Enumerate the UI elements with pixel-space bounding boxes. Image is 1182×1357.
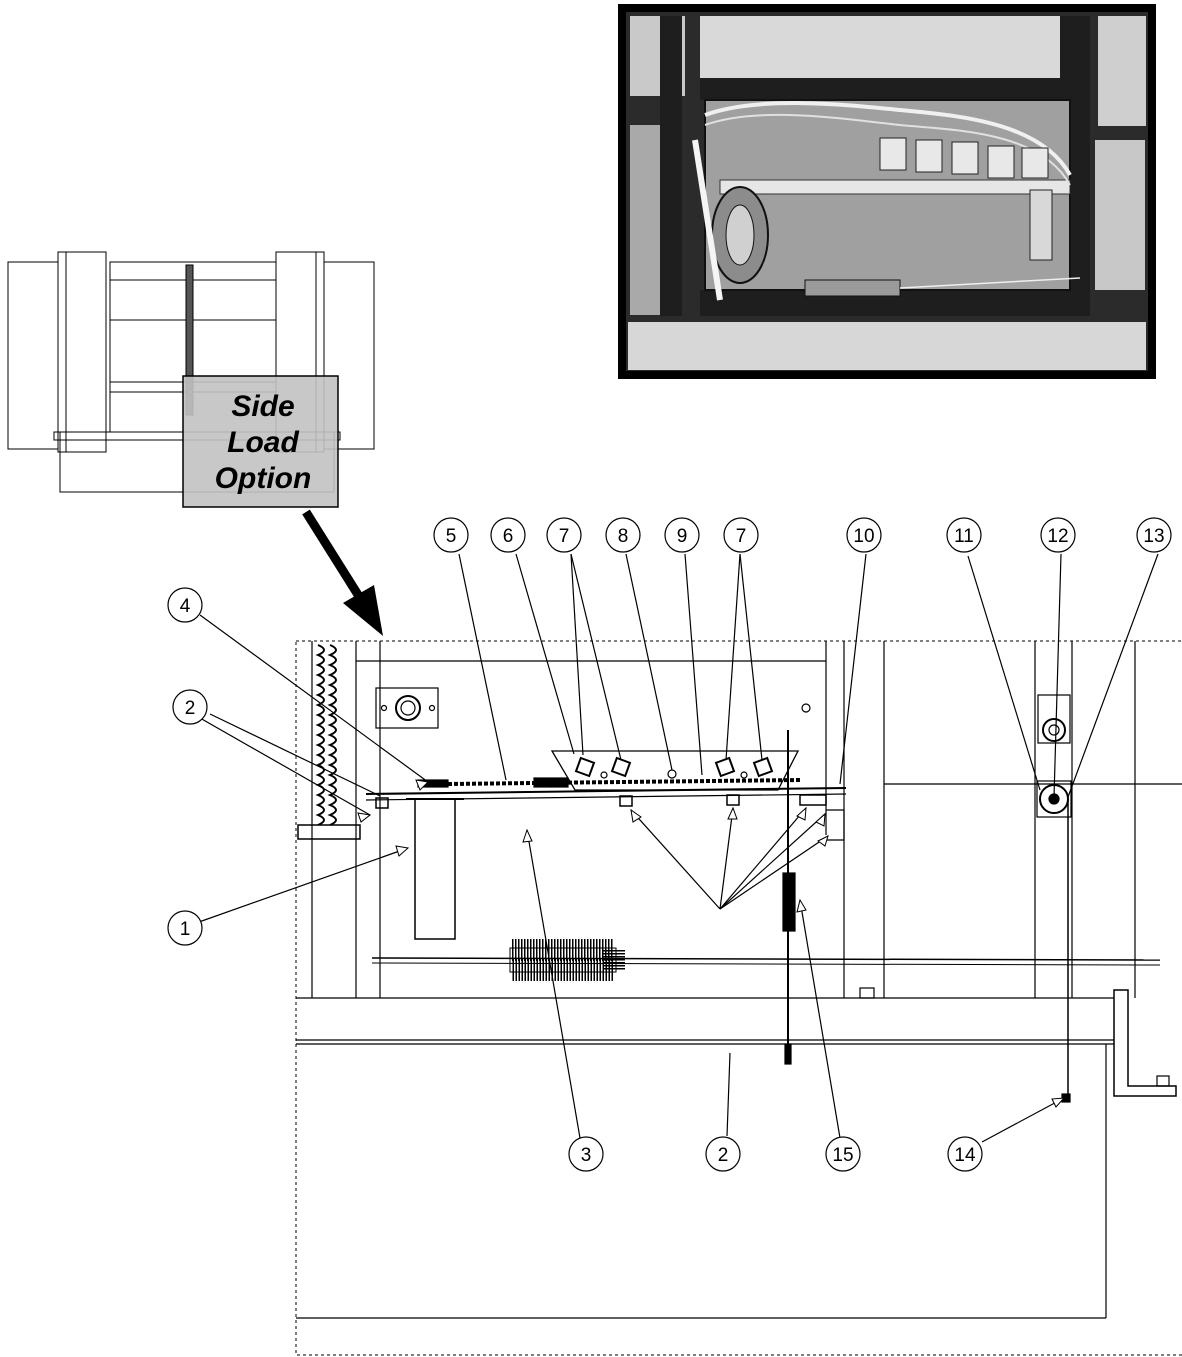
callout-balloon-4: 4 (167, 587, 203, 623)
callout-balloon-2a: 2 (172, 689, 208, 725)
option-label-line1: Side (231, 390, 294, 423)
option-label-line3: Option (215, 462, 312, 495)
callout-balloon-11: 11 (946, 517, 982, 553)
svg-text:2: 2 (185, 698, 196, 719)
callout-balloon-3: 3 (568, 1136, 604, 1172)
photo-inset (618, 4, 1156, 379)
callout-balloon-2b: 2 (705, 1136, 741, 1172)
svg-text:2: 2 (718, 1145, 729, 1166)
svg-text:15: 15 (832, 1145, 853, 1166)
side-load-option-box: Side Load Option (182, 375, 339, 508)
leader-arrowheads (357, 779, 1066, 1108)
callout-balloon-14: 14 (947, 1136, 983, 1172)
svg-text:14: 14 (954, 1145, 976, 1166)
callout-balloon-1: 1 (167, 910, 203, 946)
svg-text:10: 10 (853, 526, 874, 547)
svg-text:3: 3 (581, 1145, 592, 1166)
pointer-arrow (302, 509, 383, 636)
callout-balloon-13: 13 (1136, 517, 1172, 553)
svg-text:6: 6 (503, 526, 514, 547)
callout-balloon-10: 10 (846, 517, 882, 553)
svg-text:4: 4 (180, 596, 191, 617)
svg-text:8: 8 (618, 526, 629, 547)
svg-text:7: 7 (559, 526, 570, 547)
callout-balloon-8: 8 (605, 517, 641, 553)
svg-text:7: 7 (736, 526, 747, 547)
callout-balloon-15: 15 (825, 1136, 861, 1172)
main-drawing (295, 640, 1182, 1356)
callout-balloon-6: 6 (490, 517, 526, 553)
callout-balloon-9: 9 (664, 517, 700, 553)
callout-balloon-7b: 7 (723, 517, 759, 553)
callout-balloon-5: 5 (433, 517, 469, 553)
callout-balloon-12: 12 (1040, 517, 1076, 553)
option-label-line2: Load (227, 426, 299, 459)
callout-balloon-7a: 7 (546, 517, 582, 553)
svg-text:1: 1 (180, 919, 191, 940)
callouts: 1 2 3 4 5 6 7 7 8 9 10 11 12 13 14 15 2 (167, 517, 1172, 1172)
svg-text:11: 11 (954, 526, 974, 547)
svg-text:12: 12 (1047, 526, 1068, 547)
svg-text:9: 9 (677, 526, 688, 547)
svg-text:13: 13 (1143, 526, 1164, 547)
svg-text:5: 5 (446, 526, 457, 547)
